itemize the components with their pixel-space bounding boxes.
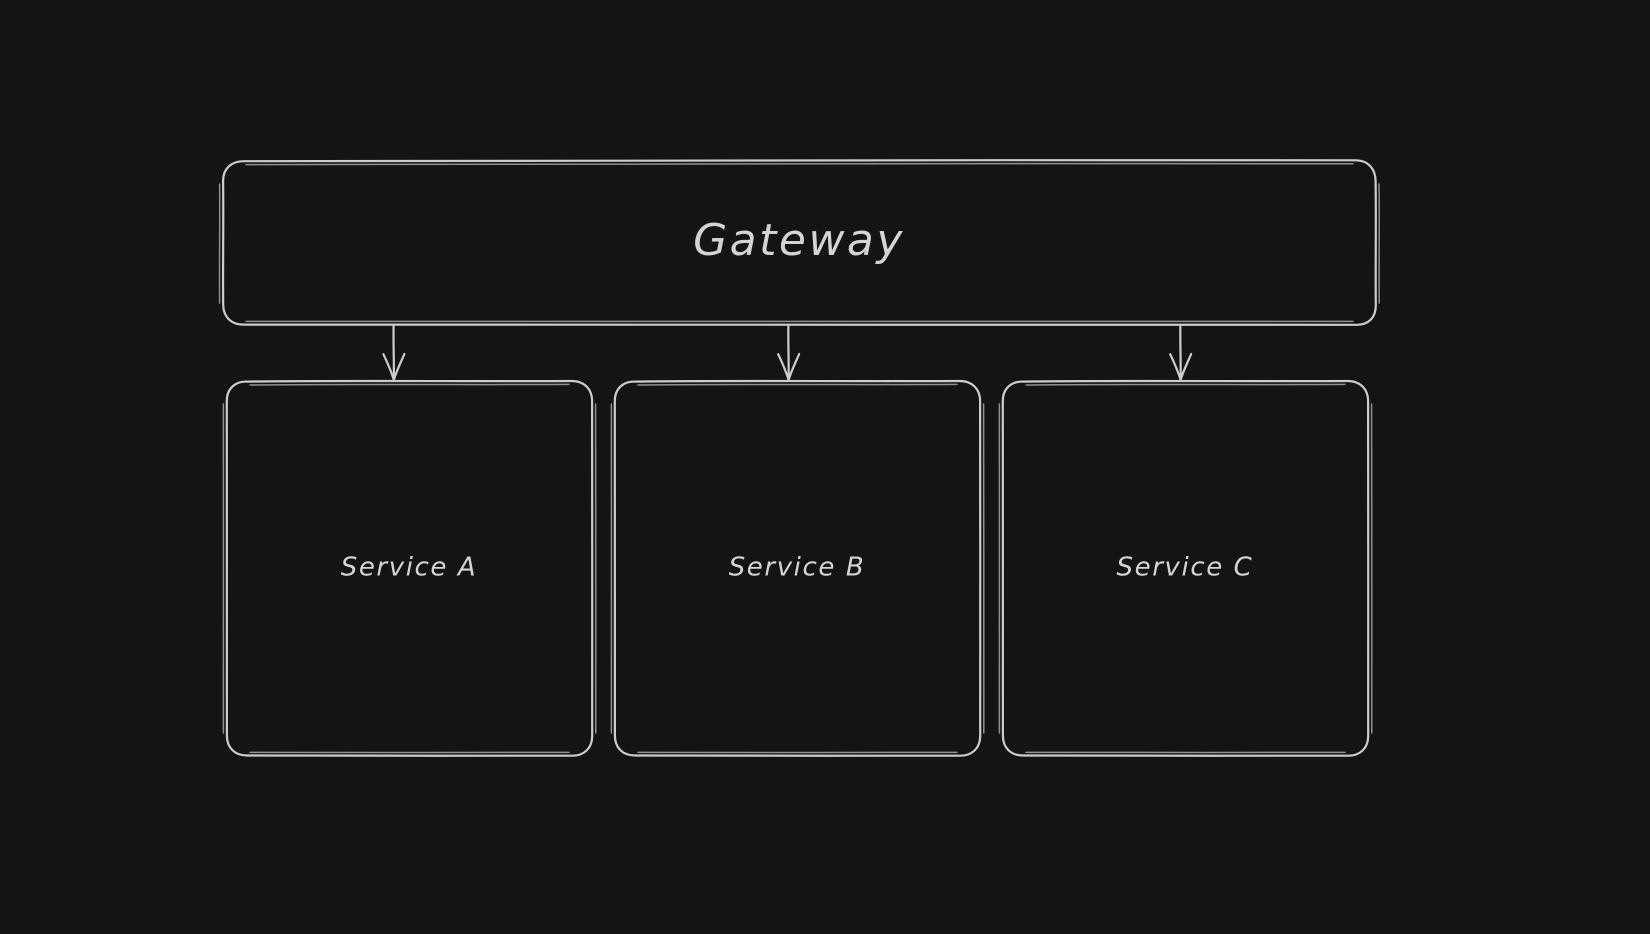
node-gateway[interactable]: Gateway	[218, 159, 1380, 327]
node-service-c-label: Service C	[1117, 553, 1254, 583]
node-gateway-fill	[223, 160, 1376, 325]
node-service-a-border	[225, 379, 594, 757]
node-service-b-border-secondary	[610, 383, 985, 754]
edge-gateway-service-c-arrowhead	[1169, 352, 1193, 381]
edge-gateway-service-a[interactable]	[382, 324, 406, 381]
node-service-b-label: Service B	[729, 553, 866, 583]
node-gateway-border	[221, 159, 1377, 327]
edge-gateway-service-b-arrowhead	[777, 352, 801, 381]
node-service-c-border-secondary	[998, 383, 1373, 754]
node-service-a-label: Service A	[341, 553, 478, 583]
node-service-c-border	[1001, 379, 1370, 757]
node-service-b[interactable]: Service B	[610, 379, 985, 757]
node-gateway-label: Gateway	[693, 215, 905, 266]
node-service-b-border	[613, 379, 982, 757]
node-service-c[interactable]: Service C	[998, 379, 1373, 757]
node-service-a[interactable]: Service A	[222, 379, 597, 757]
node-service-b-fill	[615, 381, 980, 756]
node-service-a-fill	[227, 381, 592, 756]
node-gateway-border-secondary	[218, 162, 1380, 323]
node-service-a-border-secondary	[222, 383, 597, 754]
node-service-c-fill	[1003, 381, 1368, 756]
edge-gateway-service-c[interactable]	[1169, 324, 1193, 381]
edge-gateway-service-a-arrowhead	[382, 352, 406, 381]
edge-gateway-service-b[interactable]	[777, 324, 801, 381]
